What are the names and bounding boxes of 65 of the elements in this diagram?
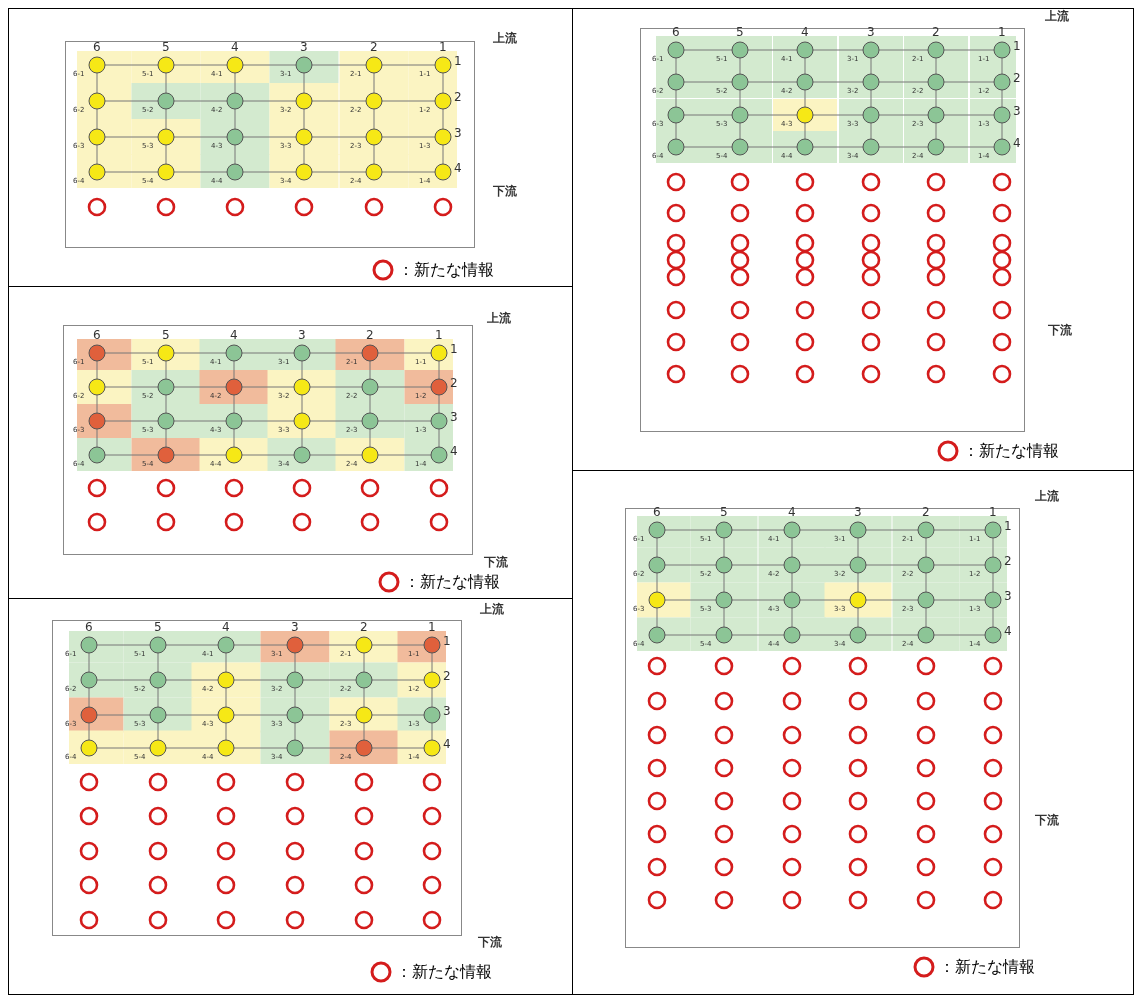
column-number: 2 xyxy=(360,621,368,633)
column-number: 6 xyxy=(85,621,93,633)
upstream-label: 上流 xyxy=(487,312,511,324)
column-number: 1 xyxy=(989,506,997,518)
column-number: 3 xyxy=(291,621,299,633)
downstream-label: 下流 xyxy=(1035,814,1059,826)
upstream-label: 上流 xyxy=(480,603,504,615)
row-number: 2 xyxy=(454,91,462,103)
column-number: 3 xyxy=(854,506,862,518)
legend-text: ：新たな情報 xyxy=(939,956,1035,978)
downstream-label: 下流 xyxy=(478,936,502,948)
downstream-label: 下流 xyxy=(493,185,517,197)
row-number: 1 xyxy=(450,343,458,355)
column-number: 2 xyxy=(932,26,940,38)
row-number: 1 xyxy=(454,55,462,67)
legend-text: ：新たな情報 xyxy=(404,571,500,593)
column-number: 2 xyxy=(366,329,374,341)
upstream-label: 上流 xyxy=(493,32,517,44)
downstream-label: 下流 xyxy=(1048,324,1072,336)
column-number: 1 xyxy=(428,621,436,633)
column-number: 2 xyxy=(922,506,930,518)
row-number: 2 xyxy=(1004,555,1012,567)
column-number: 5 xyxy=(736,26,744,38)
row-number: 3 xyxy=(450,411,458,423)
column-number: 4 xyxy=(788,506,796,518)
upstream-label: 上流 xyxy=(1035,490,1059,502)
column-number: 1 xyxy=(435,329,443,341)
row-number: 3 xyxy=(1013,105,1021,117)
row-number: 2 xyxy=(450,377,458,389)
row-number: 3 xyxy=(443,705,451,717)
column-number: 6 xyxy=(93,329,101,341)
row-number: 4 xyxy=(443,738,451,750)
column-number: 4 xyxy=(231,41,239,53)
row-number: 3 xyxy=(1004,590,1012,602)
row-number: 1 xyxy=(1013,40,1021,52)
legend-text: ：新たな情報 xyxy=(963,440,1059,462)
column-number: 3 xyxy=(300,41,308,53)
downstream-label: 下流 xyxy=(484,556,508,568)
row-number: 3 xyxy=(454,127,462,139)
row-number: 4 xyxy=(1013,137,1021,149)
row-number: 2 xyxy=(443,670,451,682)
column-number: 3 xyxy=(867,26,875,38)
column-number: 4 xyxy=(222,621,230,633)
legend-text: ：新たな情報 xyxy=(396,961,492,983)
column-number: 6 xyxy=(672,26,680,38)
row-number: 1 xyxy=(1004,520,1012,532)
upstream-label: 上流 xyxy=(1045,10,1069,22)
row-number: 1 xyxy=(443,635,451,647)
column-number: 5 xyxy=(720,506,728,518)
row-number: 4 xyxy=(454,162,462,174)
row-number: 4 xyxy=(450,445,458,457)
column-number: 5 xyxy=(162,329,170,341)
column-number: 5 xyxy=(162,41,170,53)
column-number: 6 xyxy=(653,506,661,518)
column-number: 3 xyxy=(298,329,306,341)
legend-text: ：新たな情報 xyxy=(398,259,494,281)
column-number: 1 xyxy=(439,41,447,53)
column-number: 5 xyxy=(154,621,162,633)
column-number: 2 xyxy=(370,41,378,53)
column-number: 1 xyxy=(998,26,1006,38)
row-number: 2 xyxy=(1013,72,1021,84)
column-number: 4 xyxy=(801,26,809,38)
column-number: 4 xyxy=(230,329,238,341)
row-number: 4 xyxy=(1004,625,1012,637)
column-number: 6 xyxy=(93,41,101,53)
